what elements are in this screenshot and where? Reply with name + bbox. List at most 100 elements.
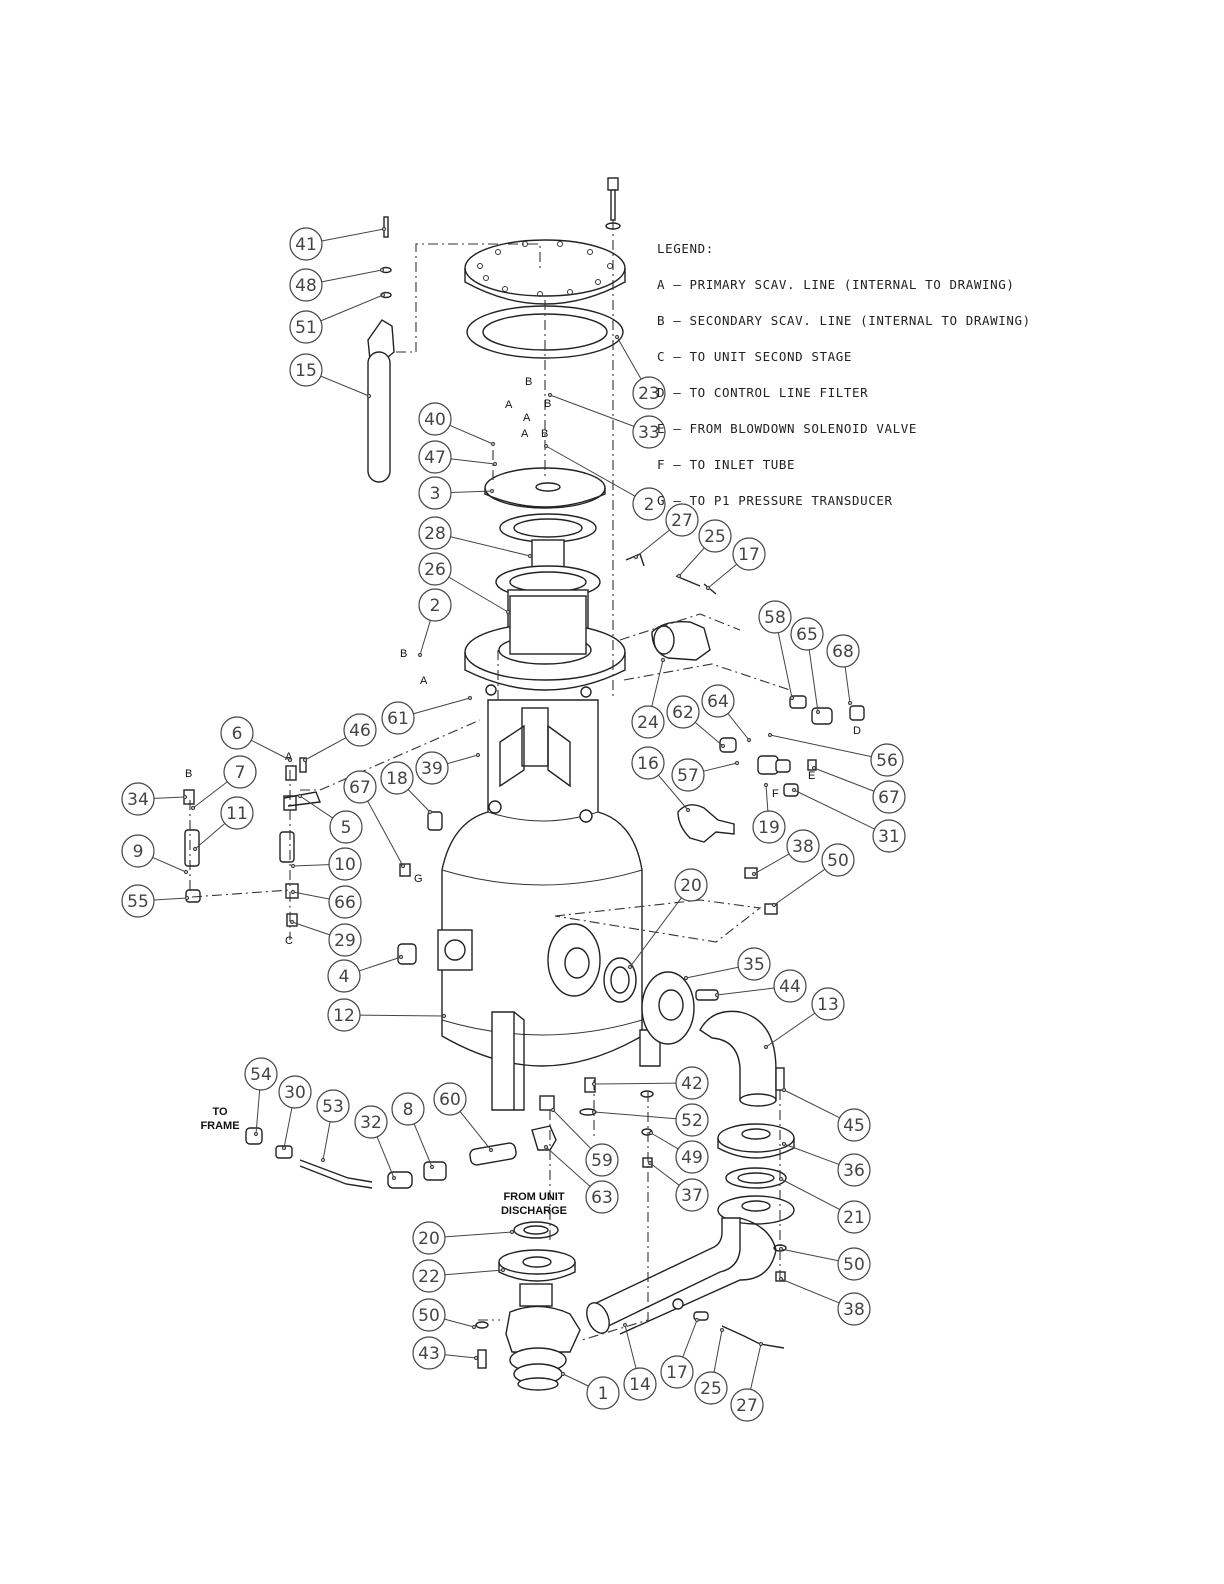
callout-number: 38: [843, 1300, 865, 1320]
callout-number: 43: [418, 1344, 440, 1364]
leader-end: [182, 794, 188, 800]
leader-end: [705, 585, 711, 591]
callout-leader: [255, 1089, 261, 1135]
callout-number: 67: [878, 788, 900, 808]
callout-leader: [703, 762, 738, 772]
callout-circle: [631, 705, 665, 739]
leader-end: [560, 1371, 566, 1377]
connection-tag-b: B: [185, 768, 192, 780]
callout-number: 7: [235, 763, 246, 783]
leader-end: [767, 732, 773, 738]
callout-leader: [593, 1111, 677, 1120]
callout-circle: [872, 780, 906, 814]
callout-number: 14: [629, 1375, 651, 1395]
callout-circle: [121, 834, 155, 868]
callout-leader: [793, 789, 875, 830]
callout-45: 45: [781, 1087, 871, 1142]
callout-5: 5: [297, 793, 363, 844]
leader-end: [381, 226, 387, 232]
leader-end: [815, 709, 821, 715]
callout-leader: [413, 697, 471, 715]
leader-end: [778, 1176, 784, 1182]
callout-65: 65: [790, 617, 824, 715]
callout-12: 12: [327, 998, 447, 1032]
leader-end: [417, 652, 423, 658]
callout-circle: [121, 884, 155, 918]
leader-end: [391, 1175, 397, 1181]
callout-circle: [826, 634, 860, 668]
callout-circle: [327, 998, 361, 1032]
callout-leader: [320, 375, 370, 397]
callout-leader: [444, 1354, 477, 1359]
callout-59: 59: [550, 1107, 619, 1177]
leader-end: [192, 846, 198, 852]
leader-end: [778, 1246, 784, 1252]
callout-circle: [773, 969, 807, 1003]
callout-leader: [321, 269, 383, 283]
callout-56: 56: [767, 732, 904, 777]
leader-end: [647, 1160, 653, 1166]
top-flange-stack: [464, 239, 626, 691]
callout-circle: [343, 770, 377, 804]
callout-circle: [289, 227, 323, 261]
callout-circle: [872, 819, 906, 853]
callout-number: 46: [349, 721, 371, 741]
callout-leader: [299, 795, 334, 819]
callout-leader: [545, 445, 636, 497]
callout-number: 11: [226, 804, 248, 824]
leader-end: [627, 964, 633, 970]
vessel-body: [437, 684, 661, 1111]
callout-leader: [292, 891, 330, 900]
callout-1: 1: [560, 1371, 620, 1410]
callout-number: 65: [796, 625, 818, 645]
callout-circle: [837, 1108, 871, 1142]
leader-end: [683, 975, 689, 981]
callout-number: 18: [386, 769, 408, 789]
callout-number: 64: [707, 692, 729, 712]
callout-number: 44: [779, 977, 801, 997]
callout-number: 26: [424, 560, 446, 580]
callout-67: 67: [811, 765, 906, 814]
callout-circle: [737, 947, 771, 981]
leader-end: [778, 1276, 784, 1282]
callout-44: 44: [714, 969, 807, 1003]
callout-number: 1: [598, 1384, 609, 1404]
leader-end: [719, 1327, 725, 1333]
leader-end: [398, 954, 404, 960]
leader-end: [811, 765, 817, 771]
leader-end: [694, 1317, 700, 1323]
callout-6: 6: [220, 716, 293, 763]
callout-leader: [444, 1231, 513, 1238]
callout-leader: [780, 1178, 841, 1211]
callout-circle: [666, 695, 700, 729]
callout-leader: [783, 1089, 840, 1119]
callout-leader: [545, 1146, 591, 1187]
callout-number: 45: [843, 1116, 865, 1136]
callout-circle: [380, 761, 414, 795]
callout-8: 8: [391, 1092, 435, 1170]
callout-25: 25: [694, 1327, 728, 1405]
callout-circle: [732, 537, 766, 571]
leader-end: [547, 392, 553, 398]
leader-end: [290, 863, 296, 869]
connection-tag-a: A: [420, 675, 428, 687]
callout-number: 39: [421, 759, 443, 779]
callout-number: 4: [339, 967, 350, 987]
callout-circle: [316, 1089, 350, 1123]
callout-leader: [593, 1082, 677, 1085]
callout-number: 6: [232, 724, 243, 744]
callout-circle: [418, 402, 452, 436]
callout-leader: [562, 1373, 589, 1387]
callout-number: 13: [817, 995, 839, 1015]
callout-50: 50: [771, 843, 855, 908]
callout-64: 64: [701, 684, 752, 743]
connection-tag-e: E: [808, 770, 815, 782]
callout-number: 50: [843, 1255, 865, 1275]
callout-11: 11: [192, 796, 254, 852]
callout-leader: [322, 1121, 331, 1161]
callout-circle: [821, 843, 855, 877]
callout-circle: [289, 353, 323, 387]
callout-leader: [192, 781, 228, 809]
callout-leader: [635, 529, 670, 558]
